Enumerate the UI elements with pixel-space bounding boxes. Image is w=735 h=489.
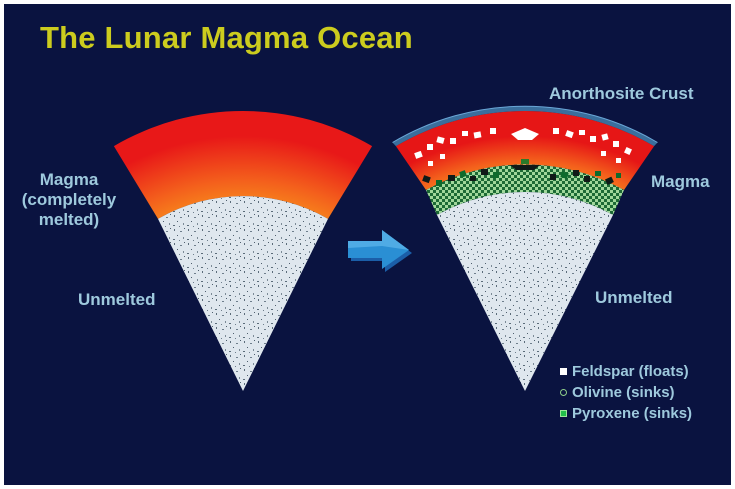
mineral-legend: Feldspar (floats) Olivine (sinks) Pyroxe… [560, 361, 692, 424]
anorthosite-crust-label: Anorthosite Crust [549, 84, 694, 104]
right-wedge [393, 106, 658, 391]
left-unmelted-core [158, 196, 328, 391]
right-unmelted-label: Unmelted [595, 288, 672, 308]
legend-item-feldspar: Feldspar (floats) [560, 361, 692, 382]
left-wedge [114, 111, 372, 391]
slide: The Lunar Magma Ocean [4, 4, 731, 485]
feldspar-square-icon [560, 368, 567, 375]
right-magma-label: Magma [651, 172, 710, 192]
legend-item-olivine: Olivine (sinks) [560, 382, 692, 403]
legend-label: Olivine (sinks) [572, 384, 675, 401]
left-unmelted-label: Unmelted [78, 290, 155, 310]
left-magma-label: Magma (completely melted) [10, 170, 128, 230]
transition-arrow [348, 230, 412, 272]
olivine-circle-icon [560, 389, 567, 396]
legend-label: Feldspar (floats) [572, 363, 689, 380]
pyroxene-square-icon [560, 410, 567, 417]
legend-label: Pyroxene (sinks) [572, 405, 692, 422]
legend-item-pyroxene: Pyroxene (sinks) [560, 403, 692, 424]
